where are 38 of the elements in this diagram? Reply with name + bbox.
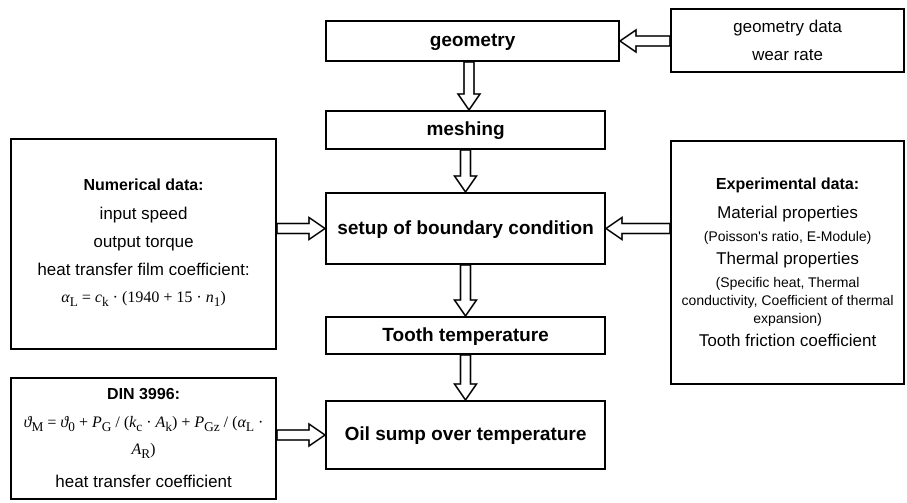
process-box: [325, 20, 620, 62]
box-text: Tooth friction coefficient: [698, 330, 876, 352]
block-arrow: [276, 422, 326, 448]
box-text: output torque: [93, 230, 194, 253]
input-box: [670, 140, 905, 385]
box-text: heat transfer coefficient: [55, 470, 232, 493]
box-title: Tooth temperature: [382, 324, 549, 348]
box-text: input speed: [100, 202, 188, 225]
block-arrow: [604, 216, 671, 242]
box-text: Material properties: [717, 202, 858, 224]
box-title: geometry: [430, 29, 516, 53]
box-text: wear rate: [752, 44, 823, 66]
block-arrow: [276, 216, 326, 242]
formula: α$_{L}$ = c$_{k}$ · (1940 + 15 · n$_{1}$): [61, 288, 226, 312]
box-text: Thermal properties: [716, 248, 859, 270]
block-arrow: [452, 149, 478, 194]
box-heading: DIN 3996:: [107, 385, 180, 406]
box-text: (Specific heat, Thermal conductivity, Coefficient of thermal expansion): [680, 272, 894, 326]
box-heading: Experimental data:: [716, 174, 860, 194]
input-box: [10, 138, 277, 350]
block-arrow: [452, 264, 478, 318]
input-box: [670, 8, 905, 73]
process-box: [325, 400, 606, 470]
process-box: [325, 192, 606, 265]
box-heading: Numerical data:: [83, 176, 204, 196]
box-text: heat transfer film coefficient:: [37, 258, 250, 281]
input-box: [10, 377, 277, 500]
block-arrow: [456, 61, 482, 112]
block-arrow: [452, 354, 478, 402]
box-title: Oil sump over temperature: [344, 423, 586, 447]
box-text: geometry data: [733, 16, 842, 38]
process-box: [325, 110, 606, 150]
block-arrow: [618, 28, 671, 54]
box-title: setup of boundary condition: [337, 216, 594, 240]
process-box: [325, 316, 606, 355]
formula: ϑ$_{M}$ = ϑ$_{0}$ + P$_{G}$ / (k$_{c}$ · A$_{k}$) + P$_{Gz}$ / (α$_{L}$ · A$_{R}$): [22, 413, 264, 463]
box-text: (Poisson's ratio, E-Module): [704, 226, 872, 244]
box-title: meshing: [426, 118, 505, 142]
